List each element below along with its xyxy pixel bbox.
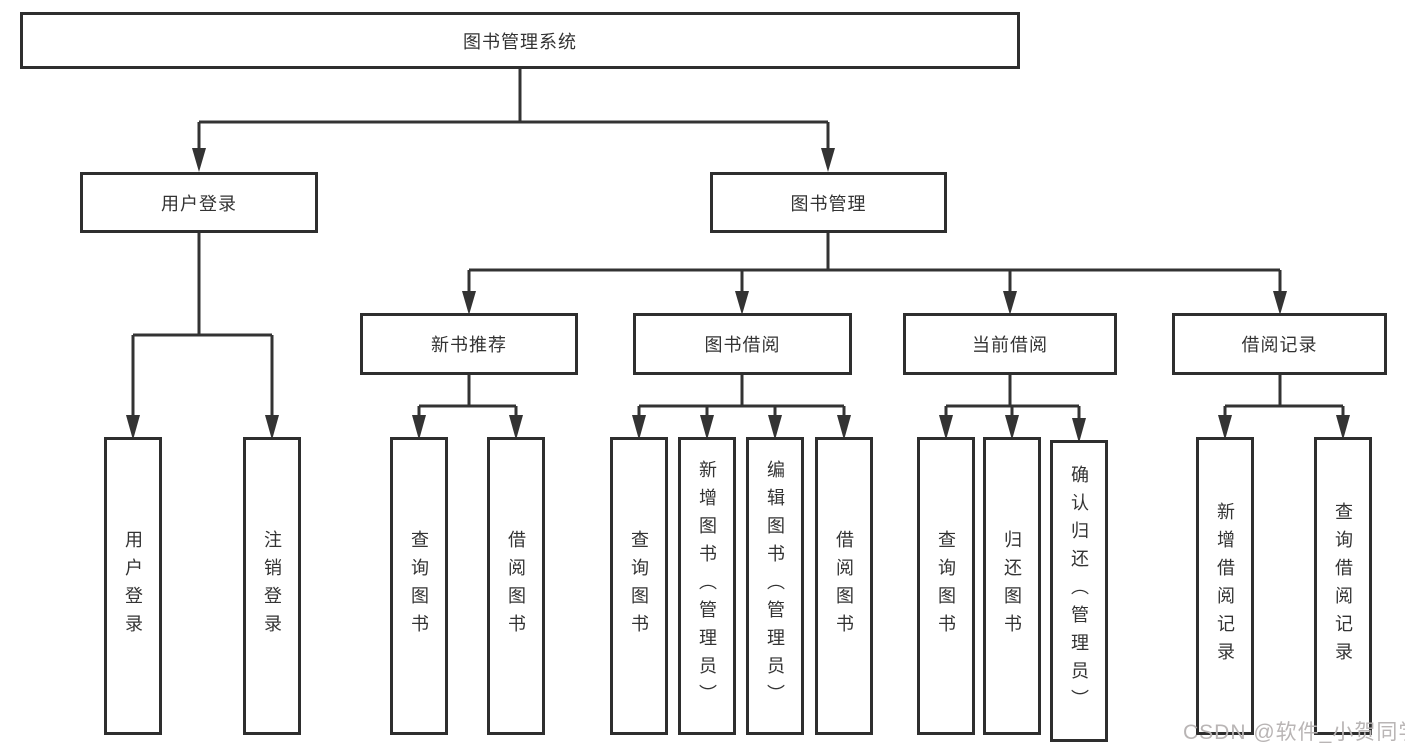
leaf-query-book-2: 查询图书: [610, 437, 668, 735]
arrowhead: [768, 415, 782, 440]
arrowhead: [700, 415, 714, 440]
arrowhead: [1273, 291, 1287, 315]
arrowhead: [1005, 415, 1019, 440]
node-user-login-label: 用户登录: [161, 193, 237, 214]
leaf-borrow-book-2-label: 借阅图书: [834, 530, 854, 642]
leaf-query-record-label: 查询借阅记录: [1333, 502, 1353, 670]
arrowhead: [462, 291, 476, 315]
node-new-book-recommend: 新书推荐: [360, 313, 578, 375]
arrowhead: [192, 148, 206, 172]
leaf-query-book-2-label: 查询图书: [629, 530, 649, 642]
leaf-confirm-return: 确认归还（管理员）: [1050, 440, 1108, 742]
leaf-query-book-1: 查询图书: [390, 437, 448, 735]
leaf-query-book-3-label: 查询图书: [936, 530, 956, 642]
arrowhead: [1072, 418, 1086, 443]
leaf-add-book-label: 新增图书（管理员）: [697, 460, 717, 712]
node-book-management-label: 图书管理: [790, 193, 867, 214]
leaf-borrow-book-2: 借阅图书: [815, 437, 873, 735]
node-book-borrow: 图书借阅: [633, 313, 852, 375]
arrowheads: [126, 148, 1350, 443]
leaf-query-book-3: 查询图书: [917, 437, 975, 735]
node-new-book-recommend-label: 新书推荐: [431, 335, 507, 355]
leaf-edit-book-label: 编辑图书（管理员）: [765, 460, 785, 712]
leaf-add-book: 新增图书（管理员）: [678, 437, 736, 735]
connector-lines: [131, 68, 1345, 420]
leaf-logout-label: 注销登录: [262, 530, 282, 642]
arrowhead: [632, 415, 646, 440]
leaf-query-book-1-label: 查询图书: [409, 530, 429, 642]
leaf-add-record-label: 新增借阅记录: [1215, 502, 1235, 670]
leaf-borrow-book-1-label: 借阅图书: [506, 530, 526, 642]
leaf-confirm-return-label: 确认归还（管理员）: [1069, 465, 1089, 717]
node-root: 图书管理系统: [20, 12, 1020, 69]
csdn-watermark: CSDN @软件_小贺同学: [1183, 721, 1405, 744]
leaf-user-login: 用户登录: [104, 437, 162, 735]
leaf-query-record: 查询借阅记录: [1314, 437, 1372, 735]
arrowhead: [126, 415, 140, 440]
arrowhead: [509, 415, 523, 440]
leaf-return-book-label: 归还图书: [1002, 530, 1022, 642]
node-borrow-record: 借阅记录: [1172, 313, 1387, 375]
node-book-borrow-label: 图书借阅: [704, 335, 781, 355]
arrowhead: [821, 148, 835, 172]
leaf-user-login-label: 用户登录: [123, 530, 143, 642]
leaf-borrow-book-1: 借阅图书: [487, 437, 545, 735]
arrowhead: [265, 415, 279, 440]
node-root-label: 图书管理系统: [463, 31, 577, 52]
node-user-login: 用户登录: [80, 172, 318, 233]
arrowhead: [412, 415, 426, 440]
arrowhead: [1218, 415, 1232, 440]
node-current-borrow-label: 当前借阅: [972, 335, 1048, 355]
node-book-management: 图书管理: [710, 172, 947, 233]
arrowhead: [939, 415, 953, 440]
arrowhead: [1336, 415, 1350, 440]
arrowhead: [735, 291, 749, 315]
arrowhead: [837, 415, 851, 440]
leaf-logout: 注销登录: [243, 437, 301, 735]
leaf-add-record: 新增借阅记录: [1196, 437, 1254, 735]
leaf-edit-book: 编辑图书（管理员）: [746, 437, 804, 735]
leaf-return-book: 归还图书: [983, 437, 1041, 735]
node-borrow-record-label: 借阅记录: [1241, 335, 1318, 355]
node-current-borrow: 当前借阅: [903, 313, 1117, 375]
arrowhead: [1003, 291, 1017, 315]
